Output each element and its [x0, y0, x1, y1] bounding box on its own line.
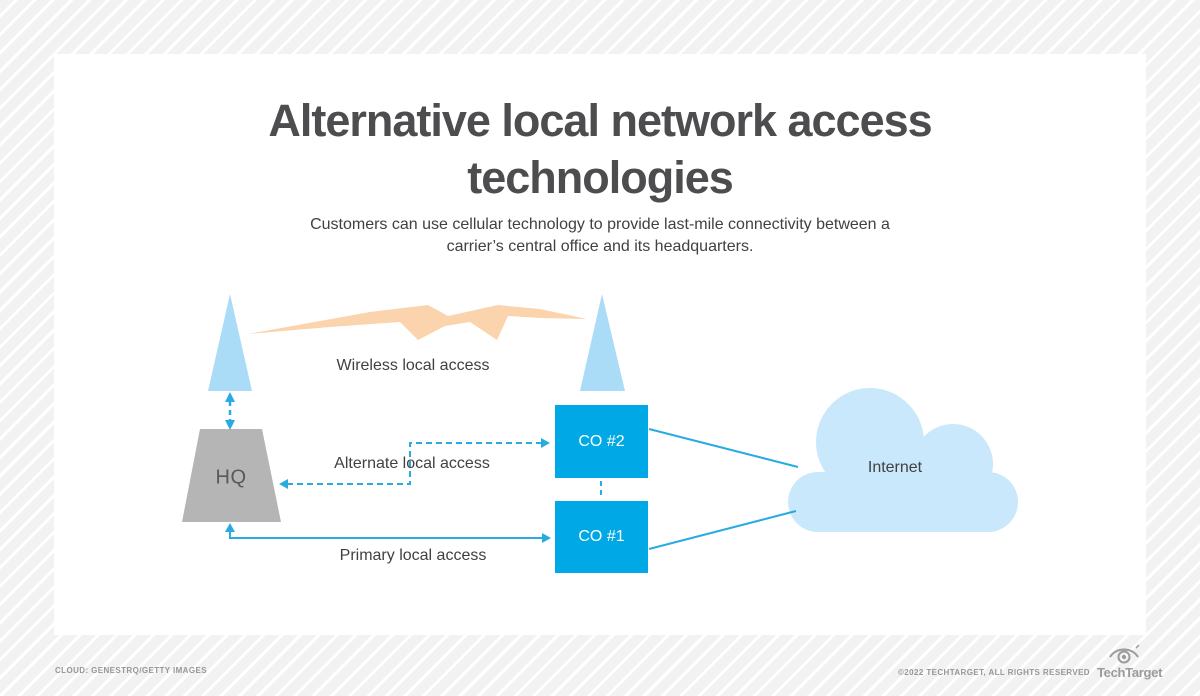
radio-tower-right-icon — [580, 294, 625, 391]
brand-name: TechTarget — [1097, 665, 1163, 680]
eye-icon — [1109, 644, 1140, 664]
internet-node-label: Internet — [867, 459, 923, 476]
primary-access-label: Primary local access — [339, 547, 487, 564]
hq-building-shape — [182, 429, 281, 522]
co2-node: CO #2 — [555, 405, 648, 478]
hq-node-label: HQ — [215, 466, 247, 489]
co2-internet-link — [648, 428, 799, 468]
copyright-notice: ©2022 TECHTARGET, ALL RIGHTS RESERVED — [898, 668, 1090, 677]
image-credit: CLOUD: GENESTRQ/GETTY IMAGES — [55, 666, 207, 675]
techtarget-logo: TechTarget — [1097, 644, 1163, 680]
primary-access-path — [225, 523, 551, 543]
alternate-access-label: Alternate local access — [334, 455, 490, 472]
wireless-access-label: Wireless local access — [336, 357, 490, 374]
page-title: Alternative local network access technol… — [268, 95, 932, 203]
page-subtitle: Customers can use cellular technology to… — [310, 216, 890, 255]
alternate-access-path — [279, 438, 550, 489]
co1-node: CO #1 — [555, 501, 648, 573]
radio-tower-left-icon — [208, 294, 252, 391]
co2-node-label: CO #2 — [578, 432, 625, 450]
co1-node-label: CO #1 — [578, 528, 625, 545]
lightning-bolt-icon — [248, 305, 587, 340]
internet-cloud-icon — [788, 388, 1018, 532]
tower-hq-wireless-link — [225, 392, 235, 430]
co1-internet-link — [648, 510, 797, 550]
